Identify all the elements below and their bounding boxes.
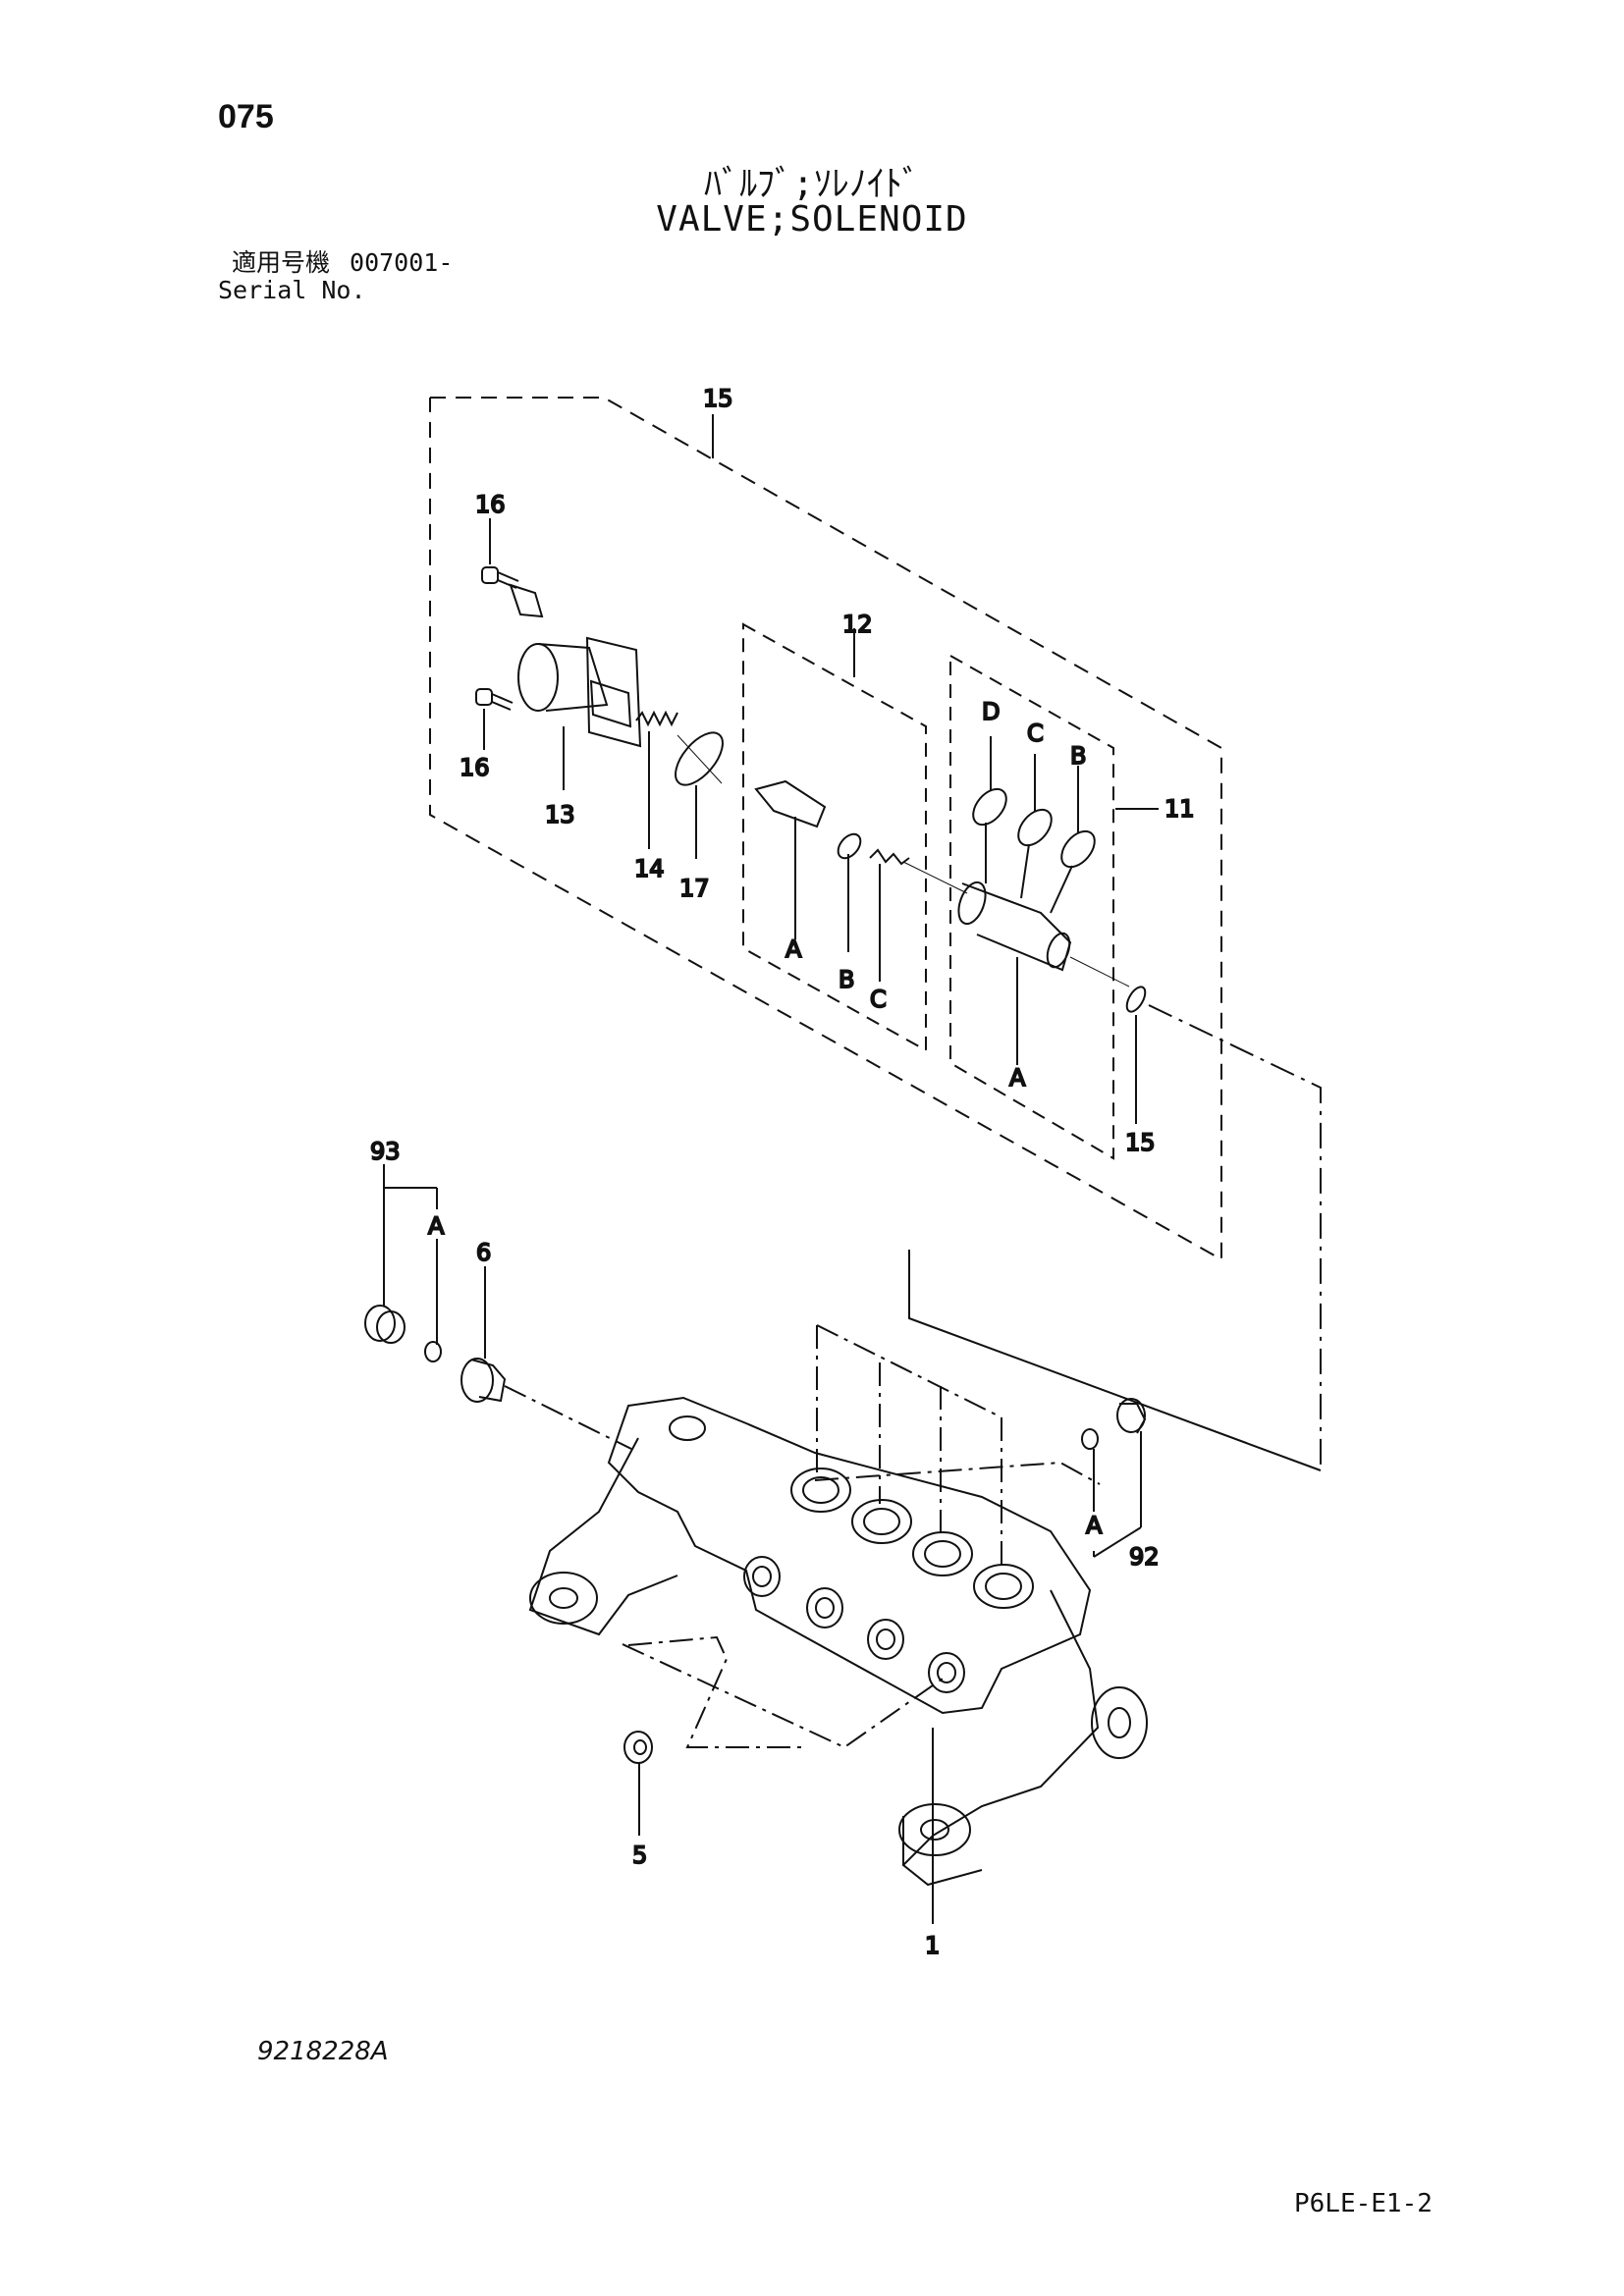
callout-93-a: A (428, 1212, 445, 1240)
title-english: VALVE;SOLENOID (656, 199, 968, 240)
spring-14 (635, 710, 678, 849)
callout-12-b: B (839, 966, 854, 993)
o-ring-c (1017, 754, 1053, 899)
callout-12-c: C (870, 986, 887, 1013)
callout-11-b: B (1070, 742, 1086, 770)
drawing-number: 9218228A (257, 2037, 389, 2066)
callout-11: 11 (1164, 795, 1195, 823)
plug-93 (364, 1164, 438, 1344)
o-ring-b (1050, 766, 1096, 914)
assembly-12-boundary (742, 622, 927, 1052)
serial-label-en: Serial No. (218, 276, 366, 304)
plug-5 (623, 1731, 653, 1836)
spring-c (869, 848, 910, 982)
bolt-16-upper (481, 518, 519, 589)
centerline-block (908, 1250, 1322, 1471)
callout-12-a: A (785, 935, 802, 963)
o-ring-d (972, 736, 1007, 883)
centerlines-top-ports (814, 1324, 1101, 1569)
solenoid-13 (509, 583, 642, 790)
callout-92-a: A (1086, 1512, 1103, 1539)
bolt-16-lower (475, 688, 514, 750)
callout-13: 13 (545, 801, 575, 828)
plug-92 (1081, 1398, 1147, 1558)
serial-value: 007001- (350, 248, 454, 277)
callout-15-top: 15 (703, 385, 733, 412)
ring-a-left (424, 1239, 442, 1362)
callout-11-a: A (1009, 1064, 1026, 1092)
valve-block-1 (528, 1396, 1148, 1924)
callout-11-c: C (1027, 720, 1044, 747)
callout-5: 5 (632, 1842, 647, 1869)
callout-92: 92 (1129, 1543, 1160, 1571)
serial-label-jp: 適用号機 (232, 248, 331, 277)
callout-16-upper: 16 (475, 491, 506, 518)
ring-15-lower (1125, 986, 1147, 1124)
assembly-11-boundary (949, 654, 1114, 1160)
assembly-15-boundary (429, 397, 1222, 1261)
callout-15-lower: 15 (1125, 1129, 1156, 1156)
o-ring-17 (675, 731, 724, 859)
spool-a (754, 779, 827, 939)
callout-14: 14 (634, 855, 665, 882)
centerline-right (1148, 1004, 1322, 1470)
callout-12: 12 (842, 611, 873, 638)
callout-16-lower: 16 (460, 754, 490, 781)
centerline-left (504, 1385, 632, 1450)
ring-b (837, 832, 862, 952)
callout-17: 17 (679, 875, 710, 902)
plug-6 (460, 1266, 507, 1403)
page-number: 075 (218, 98, 274, 135)
page-code: P6LE-E1-2 (1294, 2189, 1433, 2218)
callout-1: 1 (925, 1932, 940, 1959)
title-japanese: ﾊﾞﾙﾌﾞ;ｿﾚﾉｲﾄﾞ (704, 164, 920, 204)
valve-body-a (957, 881, 1072, 1065)
callout-6: 6 (476, 1239, 491, 1266)
centerlines-front-ports (622, 1635, 944, 1749)
callout-93: 93 (370, 1138, 401, 1165)
callout-11-d: D (982, 698, 1000, 725)
serial-block: 適用号機 007001- Serial No. (218, 249, 453, 304)
